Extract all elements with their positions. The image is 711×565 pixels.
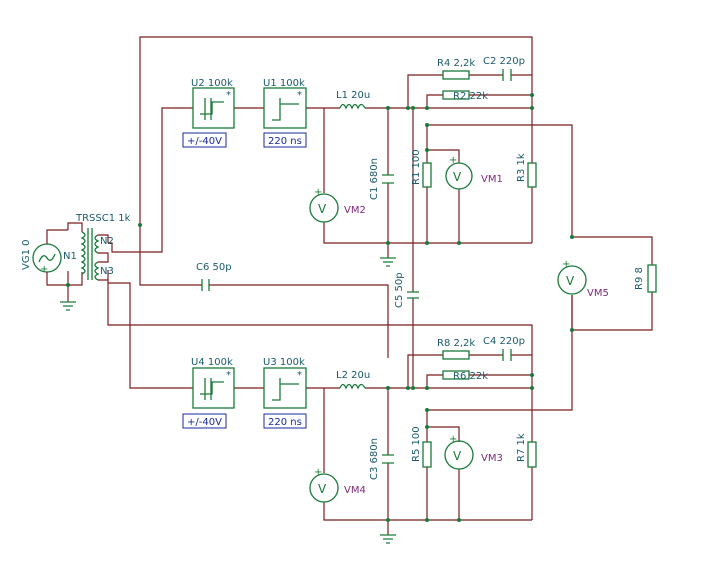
- u3-delay-label: 220 ns: [268, 417, 302, 428]
- l2-inductor[interactable]: [339, 383, 366, 390]
- r2-resistor[interactable]: [442, 90, 470, 100]
- vm1-label: VM1: [481, 174, 503, 185]
- c2-label: C2 220p: [483, 56, 525, 67]
- vg1-label: VG1 0: [21, 240, 32, 271]
- u4-label: U4 100k: [191, 357, 233, 368]
- u1-delay-label: 220 ns: [268, 136, 302, 147]
- r1-label: R1 100: [411, 149, 422, 185]
- c4-label: C4 220p: [483, 336, 525, 347]
- u2-label: U2 100k: [191, 78, 233, 89]
- c6-capacitor[interactable]: [201, 279, 210, 291]
- r2-label: R2 22k: [453, 91, 488, 102]
- svg-text:V: V: [453, 449, 462, 463]
- c5-label: C5 50p: [394, 272, 405, 308]
- svg-text:*: *: [297, 370, 302, 381]
- transformer-label: TRSSC1 1k: [75, 213, 131, 224]
- u1-delay-box: [263, 132, 307, 148]
- svg-text:V: V: [318, 202, 327, 216]
- u1-label: U1 100k: [263, 78, 305, 89]
- c2-capacitor[interactable]: [502, 69, 512, 81]
- svg-text:*: *: [297, 90, 302, 101]
- c1-capacitor[interactable]: [382, 174, 394, 184]
- vm1-voltmeter[interactable]: V +: [445, 155, 473, 190]
- r4-resistor[interactable]: [442, 70, 470, 80]
- transformer-trssc1[interactable]: [80, 228, 109, 281]
- l1-label: L1 20u: [336, 90, 370, 101]
- l2-label: L2 20u: [336, 370, 370, 381]
- ground-top: [380, 257, 396, 267]
- n1-label: N1: [63, 251, 77, 262]
- vm5-voltmeter[interactable]: V +: [557, 259, 587, 295]
- labels: U2 100k +/-40V U1 100k 220 ns L1 20u R4 …: [21, 56, 645, 496]
- u3-label: U3 100k: [263, 357, 305, 368]
- c4-capacitor[interactable]: [502, 349, 512, 361]
- r7-resistor[interactable]: [527, 441, 537, 468]
- c1-label: C1 680n: [369, 158, 380, 200]
- vg1-source[interactable]: +: [32, 229, 68, 286]
- u1-block[interactable]: *: [263, 87, 307, 129]
- junction-dots: [66, 93, 574, 522]
- vm3-label: VM3: [481, 453, 503, 464]
- u4-range-label: +/-40V: [187, 417, 222, 428]
- u2-range-box: [182, 132, 227, 148]
- svg-text:*: *: [226, 370, 231, 381]
- vm4-label: VM4: [344, 485, 366, 496]
- r7-label: R7 1k: [516, 433, 527, 462]
- c6-label: C6 50p: [196, 262, 232, 273]
- ground-bottom: [380, 534, 396, 544]
- wires: [67, 36, 653, 535]
- svg-text:V: V: [566, 274, 575, 288]
- svg-text:V: V: [318, 482, 327, 496]
- svg-text:+: +: [40, 264, 48, 275]
- svg-text:*: *: [226, 90, 231, 101]
- r3-resistor[interactable]: [527, 162, 537, 188]
- n2-label: N2: [100, 236, 114, 247]
- r9-label: R9 8: [634, 267, 645, 290]
- ground-vg1: [60, 301, 76, 311]
- r4-label: R4 2,2k: [437, 58, 475, 69]
- vm2-voltmeter[interactable]: V +: [309, 187, 339, 223]
- c3-capacitor[interactable]: [382, 454, 394, 464]
- u4-block[interactable]: *: [192, 367, 235, 409]
- svg-text:+: +: [314, 467, 322, 478]
- r5-resistor[interactable]: [422, 441, 432, 468]
- u4-range-box: [182, 413, 227, 429]
- n3-label: N3: [100, 266, 114, 277]
- svg-text:+: +: [562, 259, 570, 270]
- u2-range-label: +/-40V: [187, 136, 222, 147]
- l1-inductor[interactable]: [339, 103, 366, 110]
- r9-resistor[interactable]: [647, 264, 657, 293]
- svg-text:+: +: [449, 434, 457, 445]
- r6-label: R6 22k: [453, 371, 488, 382]
- svg-text:V: V: [453, 170, 462, 184]
- vm3-voltmeter[interactable]: V +: [444, 434, 474, 470]
- r1-resistor[interactable]: [422, 162, 432, 188]
- vm5-label: VM5: [587, 288, 609, 299]
- c5-capacitor[interactable]: [407, 291, 419, 299]
- svg-text:+: +: [449, 155, 457, 166]
- r3-label: R3 1k: [516, 153, 527, 182]
- u2-block[interactable]: *: [192, 87, 235, 129]
- r8-label: R8 2,2k: [437, 338, 475, 349]
- r5-label: R5 100: [411, 426, 422, 462]
- c3-label: C3 680n: [369, 438, 380, 480]
- svg-text:+: +: [314, 187, 322, 198]
- vm4-voltmeter[interactable]: V +: [309, 467, 339, 503]
- u3-block[interactable]: *: [263, 367, 307, 409]
- r6-resistor[interactable]: [442, 370, 470, 380]
- r8-resistor[interactable]: [442, 350, 470, 360]
- vm2-label: VM2: [344, 205, 366, 216]
- u3-delay-box: [263, 413, 307, 429]
